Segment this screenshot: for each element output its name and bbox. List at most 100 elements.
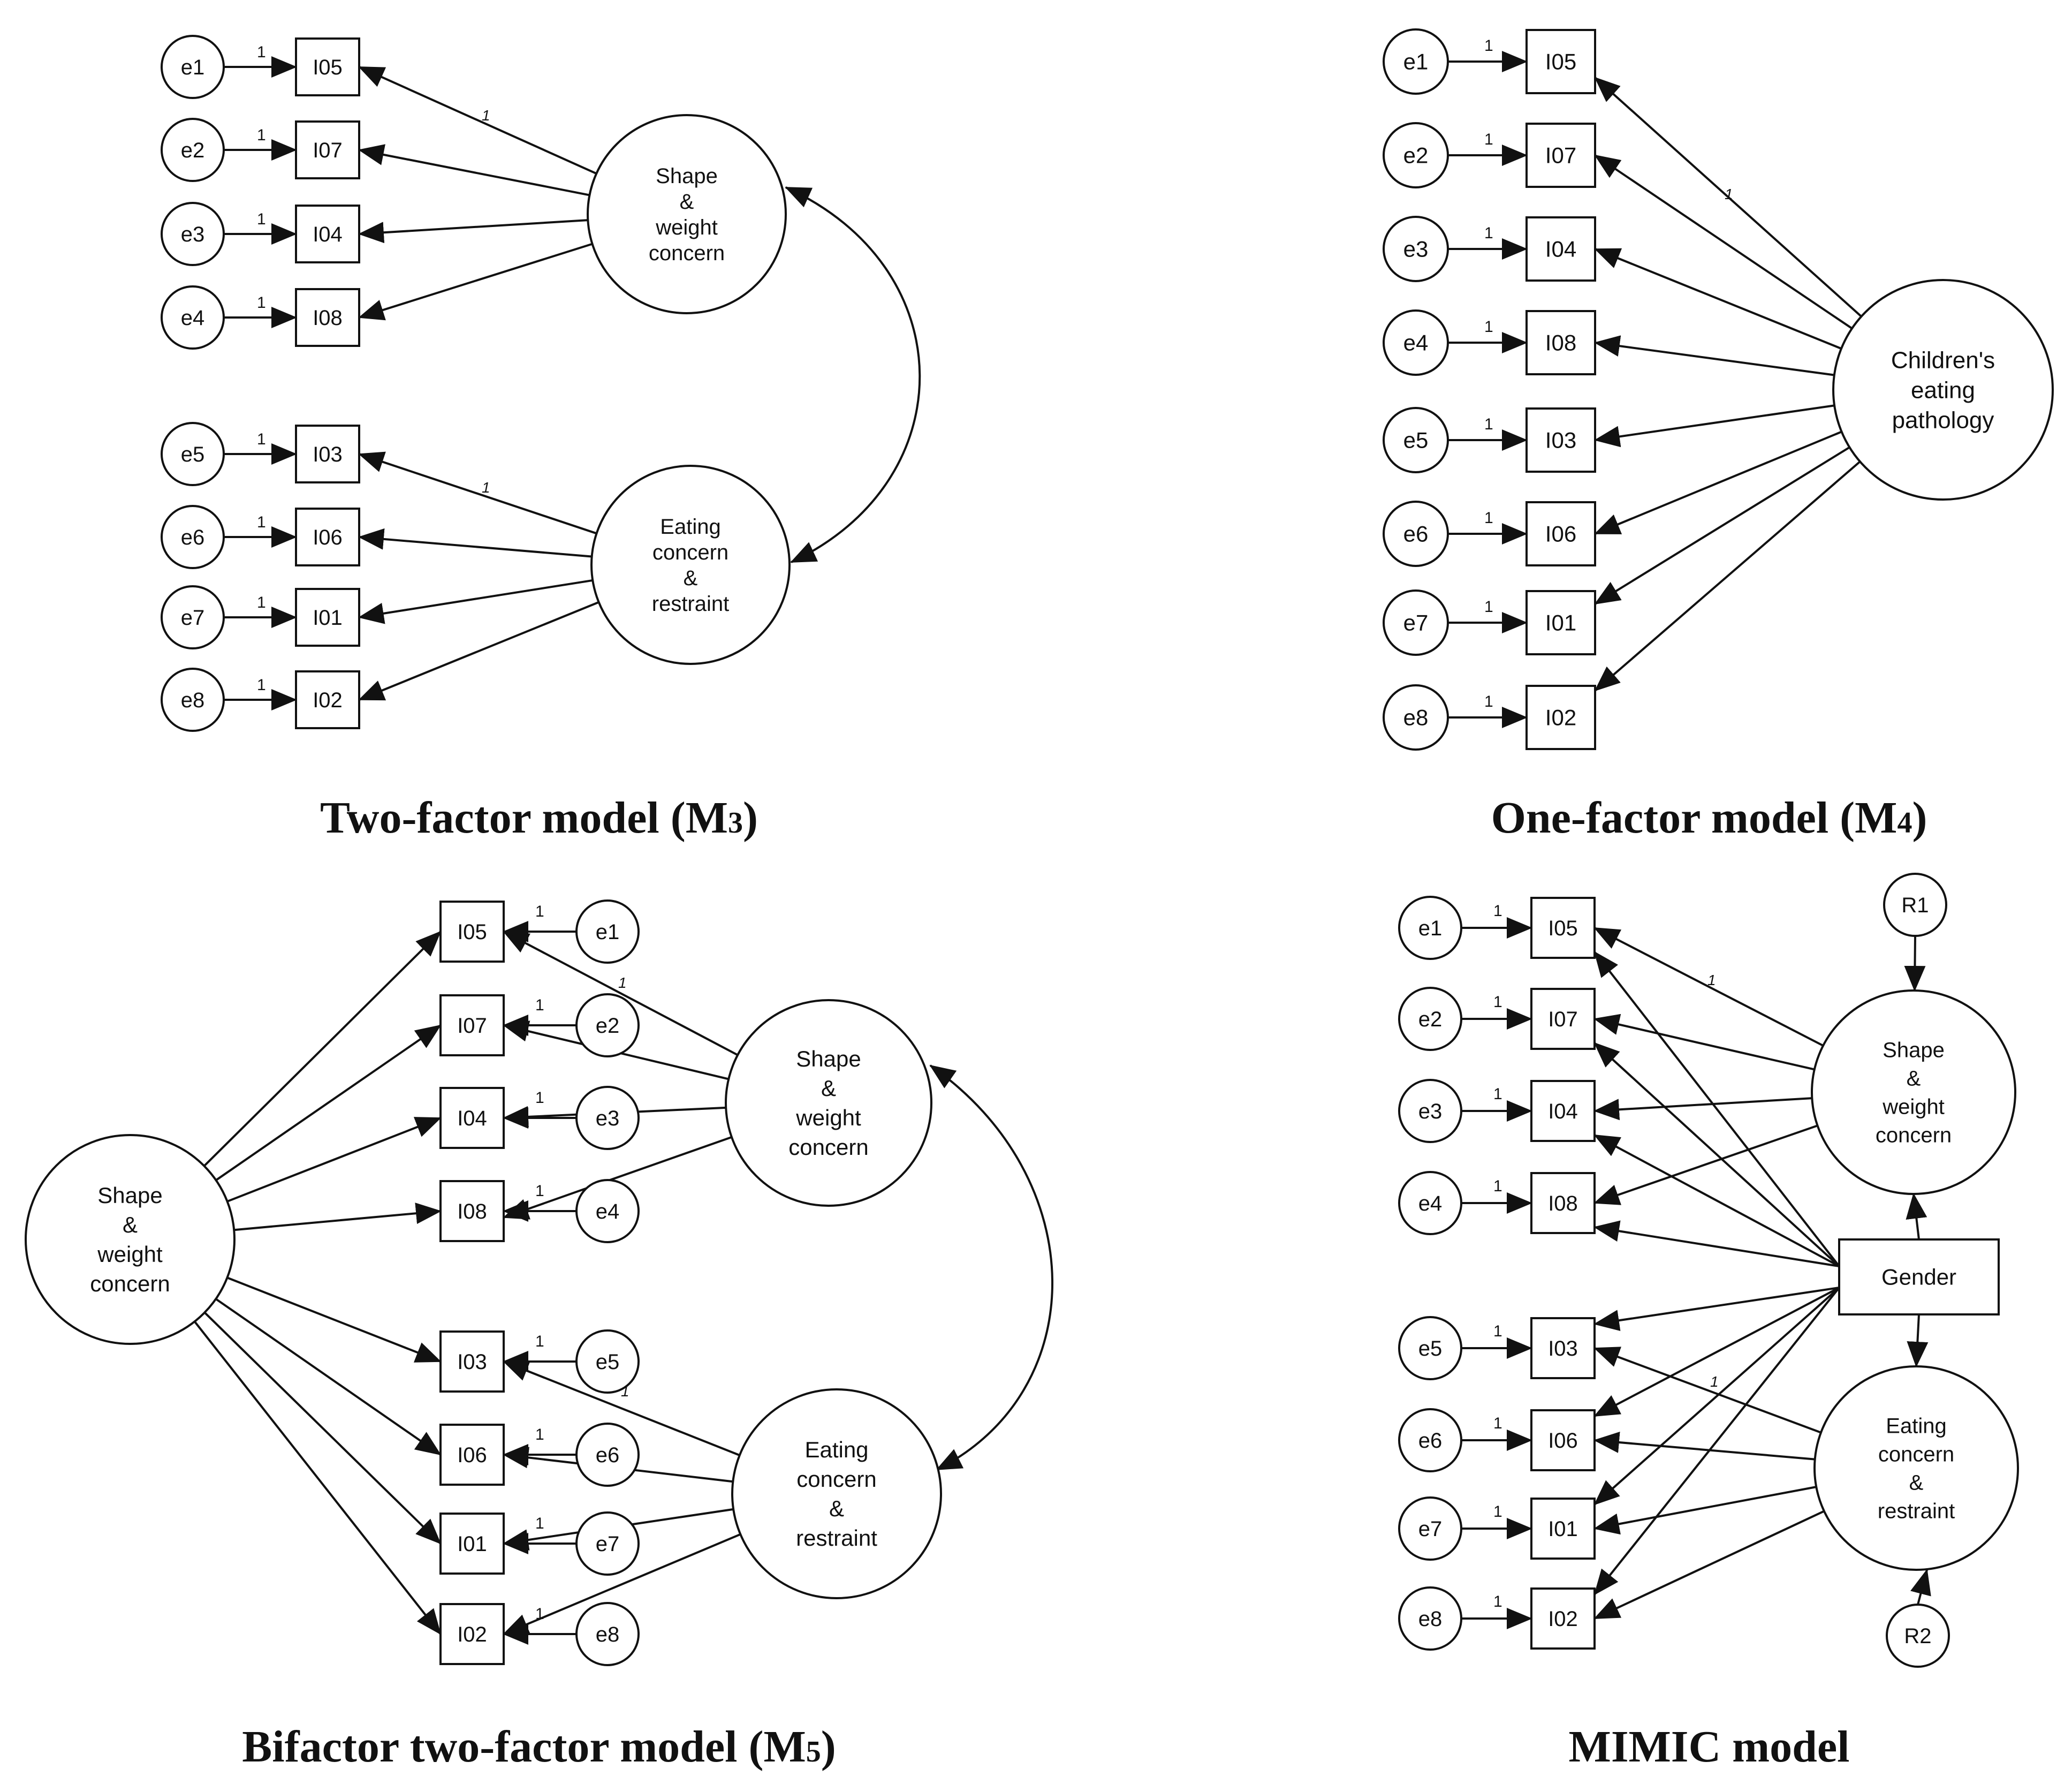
error-e1-label: e1 (1418, 917, 1443, 940)
indicator-I05 (1525, 29, 1596, 94)
indicator-I08-label: I08 (457, 1200, 487, 1223)
error-loading-label: 1 (1484, 318, 1493, 336)
caption-main: MIMIC model (1569, 1722, 1850, 1772)
indicator-I06-label: I06 (1545, 521, 1576, 547)
error-e8 (1383, 684, 1449, 751)
indicator-I04 (1530, 1080, 1596, 1142)
factor-shape-weight-concern-line: weight (1882, 1095, 1945, 1119)
indicator-I02 (295, 670, 360, 729)
error-loading-label: 1 (535, 1605, 544, 1623)
factor-eating-concern-restraint-line: concern (796, 1466, 876, 1492)
specific-loading-path (503, 1533, 741, 1635)
error-e7-label: e7 (596, 1532, 620, 1556)
error-e4 (575, 1179, 640, 1243)
error-e1 (161, 35, 225, 99)
loading-path (358, 528, 592, 558)
indicator-I04 (439, 1087, 505, 1149)
loading-path (358, 579, 593, 624)
error-e6-label: e6 (596, 1443, 620, 1467)
caption-end: ) (821, 1722, 836, 1772)
error-loading-label: 1 (1493, 1085, 1502, 1103)
fixed-loading-label: 1 (618, 974, 627, 991)
error-e6 (1398, 1408, 1462, 1472)
loading-path (358, 66, 597, 175)
indicator-I06 (1525, 501, 1596, 566)
indicator-I01 (295, 588, 360, 647)
indicator-I03 (295, 425, 360, 483)
indicator-I05-label: I05 (1545, 49, 1576, 74)
error-e5-label: e5 (1418, 1337, 1443, 1360)
indicator-I08 (439, 1180, 505, 1242)
factor-eating-concern-restraint (731, 1388, 942, 1599)
general-loading-path (215, 1298, 442, 1456)
panel-caption: Two-factor model (M3) (320, 793, 758, 843)
general-factor-shape-weight-concern-line: Shape (97, 1183, 162, 1208)
error-e2-label: e2 (596, 1014, 620, 1038)
loading-path (1593, 1097, 1812, 1121)
error-e4-label: e4 (181, 306, 205, 330)
error-loading-label: 1 (535, 996, 544, 1014)
error-e8 (575, 1602, 640, 1666)
error-loading-label: 1 (257, 676, 266, 694)
error-e7 (1383, 589, 1449, 656)
general-loading-path (234, 1203, 442, 1231)
factor-shape-weight-concern (587, 114, 787, 314)
indicator-I03-label: I03 (313, 443, 343, 466)
error-loading-label: 1 (1484, 131, 1493, 148)
error-e5-label: e5 (596, 1350, 620, 1374)
indicator-I03-label: I03 (1545, 428, 1576, 453)
residual-r1 (1883, 873, 1947, 937)
indicator-I02-label: I02 (457, 1623, 487, 1646)
error-e2 (575, 993, 640, 1057)
covariate-gender (1838, 1238, 2000, 1315)
error-e1-label: e1 (1403, 49, 1429, 74)
factor-shape-weight-concern (725, 999, 932, 1207)
factor-eating-concern-restraint-line: restraint (796, 1525, 877, 1551)
error-e1 (1383, 28, 1449, 95)
error-e8 (161, 668, 225, 732)
panel-caption: MIMIC model (1569, 1722, 1850, 1772)
error-loading-label: 1 (1484, 415, 1493, 433)
error-e2 (161, 118, 225, 182)
error-e5 (575, 1329, 640, 1394)
factor-shape-weight-concern-line: Shape (656, 164, 718, 188)
error-e1-label: e1 (596, 920, 620, 944)
error-e7-label: e7 (181, 606, 205, 630)
indicator-I03 (1530, 1317, 1596, 1379)
factor-shape-weight-concern-line: Shape (1883, 1039, 1945, 1062)
factor-shape-weight-concern-line: & (680, 190, 694, 214)
error-e8 (1398, 1586, 1462, 1651)
error-e6 (1383, 501, 1449, 567)
error-loading-label: 1 (257, 126, 266, 144)
error-e2 (1398, 987, 1462, 1051)
error-loading-label: 1 (535, 1333, 544, 1350)
indicator-I01-label: I01 (457, 1532, 487, 1556)
error-loading-label: 1 (1493, 1593, 1502, 1610)
loading-path (358, 144, 590, 196)
loading-path (1594, 460, 1861, 692)
direct-effect-path (1593, 1287, 1840, 1417)
indicator-I02 (1525, 685, 1596, 750)
error-loading-label: 1 (1484, 693, 1493, 710)
error-e2-label: e2 (181, 139, 205, 162)
error-e8-label: e8 (181, 689, 205, 712)
error-loading-label: 1 (1484, 37, 1493, 55)
indicator-I04-label: I04 (457, 1107, 487, 1130)
direct-effect-path (1593, 951, 1840, 1267)
indicator-I04 (1525, 216, 1596, 282)
error-loading-label: 1 (257, 513, 266, 531)
error-e3 (575, 1086, 640, 1150)
indicator-I04 (295, 205, 360, 263)
factor-shape-weight-concern-line: concern (1876, 1124, 1952, 1147)
error-e6 (575, 1423, 640, 1487)
error-e7 (161, 585, 225, 649)
factor-covariance (929, 1064, 1053, 1471)
error-e3-label: e3 (1403, 237, 1429, 262)
indicator-I08 (1525, 310, 1596, 375)
factor-shape-weight-concern-line: weight (795, 1105, 861, 1130)
error-e5-label: e5 (1403, 428, 1429, 453)
error-loading-label: 1 (257, 594, 266, 611)
error-e3-label: e3 (596, 1107, 620, 1130)
indicator-I05 (295, 37, 360, 96)
